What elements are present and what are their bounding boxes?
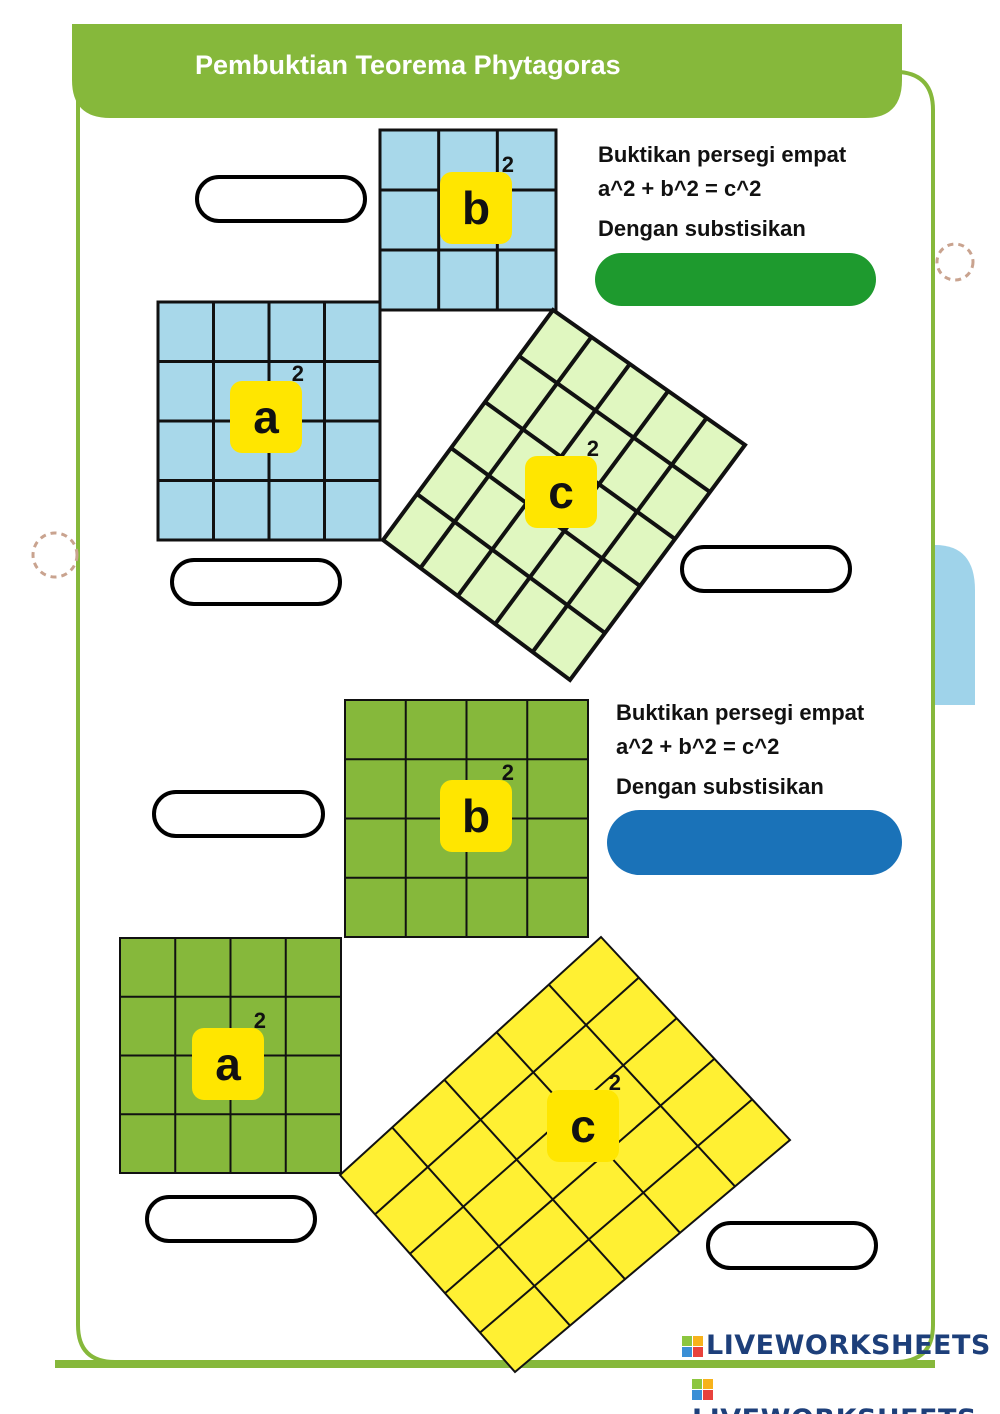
instruction-equation: a^2 + b^2 = c^2 xyxy=(616,734,780,759)
grid-line xyxy=(415,492,607,635)
answer-input-a[interactable] xyxy=(145,1195,317,1243)
instruction-line-3: Dengan substisikan xyxy=(616,774,824,799)
answer-input-a[interactable] xyxy=(170,558,342,606)
answer-input-b[interactable] xyxy=(152,790,325,838)
drop-target-blue[interactable] xyxy=(607,810,902,875)
header-band xyxy=(72,24,902,118)
label-base: b xyxy=(461,790,491,842)
label-exponent: 2 xyxy=(291,361,304,386)
grid-line xyxy=(391,1126,571,1327)
swirl-decoration xyxy=(31,531,79,579)
label-exponent: 2 xyxy=(501,152,514,177)
answer-input-b[interactable] xyxy=(195,175,367,223)
answer-input-c[interactable] xyxy=(680,545,852,593)
label-exponent: 2 xyxy=(501,760,514,785)
logo-text: LIVEWORKSHEETS xyxy=(706,1330,991,1361)
drop-target-green[interactable] xyxy=(595,253,876,306)
answer-input-c[interactable] xyxy=(706,1221,878,1270)
grid-line xyxy=(444,1058,716,1294)
logo-icon xyxy=(692,1379,713,1400)
cloud-decoration xyxy=(935,545,975,705)
instruction-line-1: Buktikan persegi empat xyxy=(616,700,865,725)
logo-icon xyxy=(682,1336,703,1357)
grid-line xyxy=(517,354,712,494)
grid-line xyxy=(548,983,736,1188)
liveworksheets-logo: LIVEWORKSHEETS xyxy=(682,1330,991,1361)
instruction-line-1: Buktikan persegi empat xyxy=(598,142,847,167)
grid-line xyxy=(374,976,640,1216)
grid-line xyxy=(479,1098,753,1334)
instruction-equation: a^2 + b^2 = c^2 xyxy=(598,176,762,201)
logo-text: LIVEWORKSHEETS xyxy=(692,1404,977,1414)
grid-line xyxy=(418,335,594,570)
label-exponent: 2 xyxy=(608,1070,621,1095)
grid-line xyxy=(409,1017,678,1255)
footer-bar xyxy=(55,1360,935,1368)
grid-line xyxy=(530,416,709,654)
page-title: Pembuktian Teorema Phytagoras xyxy=(195,50,621,80)
grid-line xyxy=(443,1079,626,1280)
card-frame xyxy=(76,70,935,1364)
instruction-line-3: Dengan substisikan xyxy=(598,216,806,241)
label-base: b xyxy=(461,182,491,234)
label-base: c xyxy=(548,466,574,518)
label-base: a xyxy=(215,1038,241,1090)
label-exponent: 2 xyxy=(586,436,599,461)
label-exponent: 2 xyxy=(253,1008,266,1033)
liveworksheets-logo: LIVEWORKSHEETS xyxy=(692,1373,1000,1414)
label-base: a xyxy=(253,391,279,443)
label-base: c xyxy=(570,1100,596,1152)
swirl-decoration xyxy=(935,242,975,282)
